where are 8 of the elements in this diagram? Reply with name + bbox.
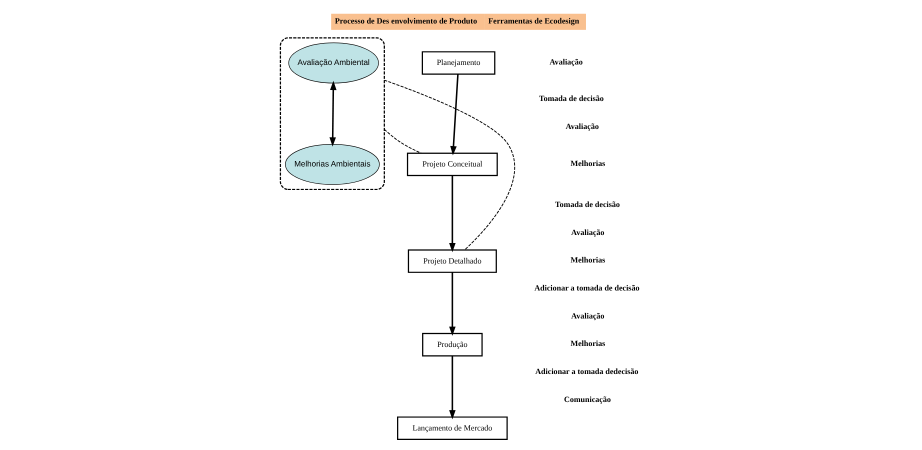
cluster xyxy=(279,37,384,190)
connector xyxy=(383,80,514,250)
arrow xyxy=(450,74,458,156)
arrow xyxy=(448,272,456,336)
connector xyxy=(383,128,422,154)
arrow xyxy=(328,80,336,147)
arrow xyxy=(448,176,456,252)
arrow xyxy=(448,356,456,420)
